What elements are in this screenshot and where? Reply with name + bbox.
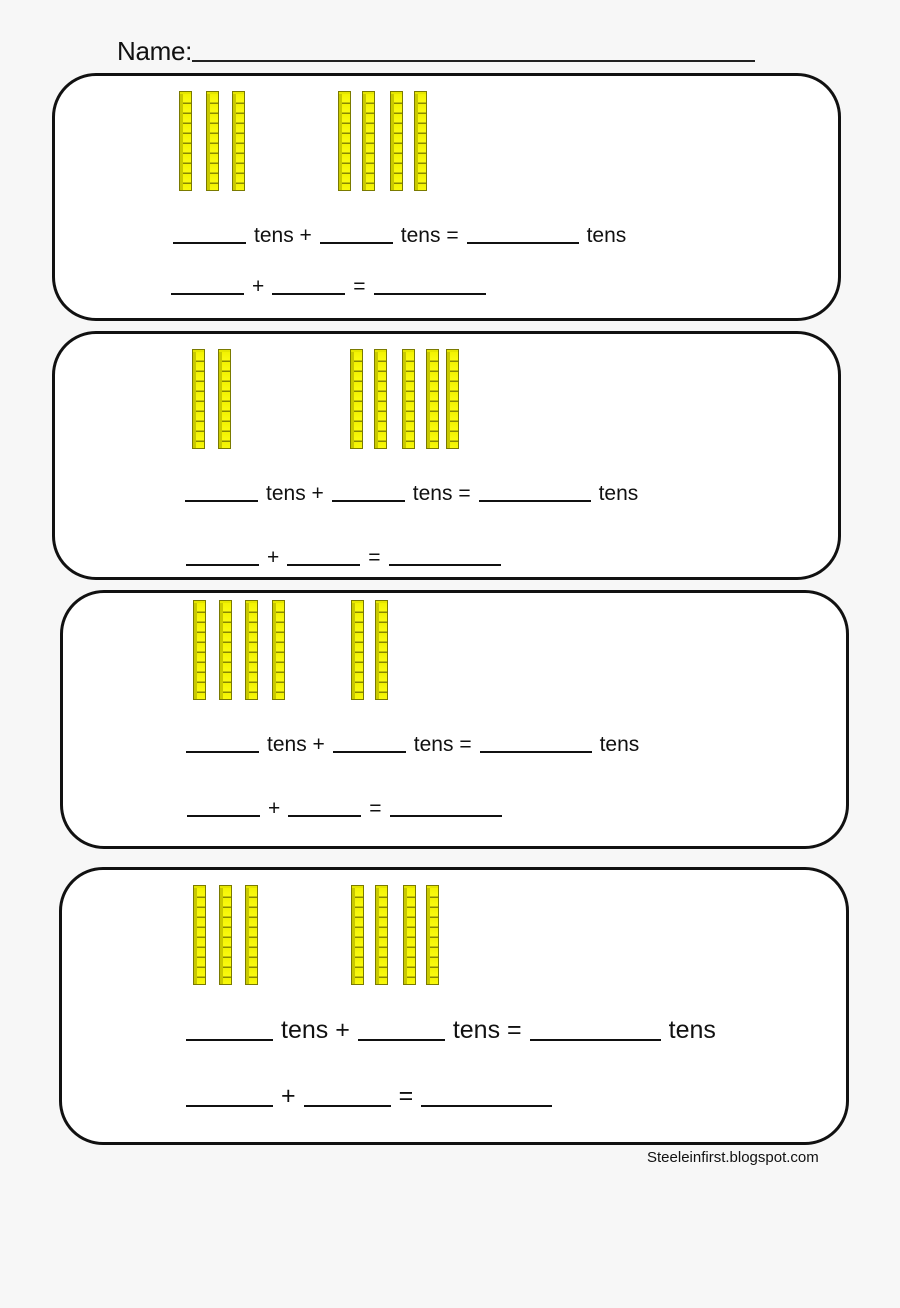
- tens-rod: [426, 885, 439, 985]
- answer-blank[interactable]: [288, 814, 362, 817]
- eq-text: +: [281, 1082, 296, 1110]
- answer-blank[interactable]: [186, 563, 259, 566]
- answer-blank[interactable]: [185, 499, 258, 502]
- eq-text: =: [368, 546, 381, 569]
- eq-text: tens +: [267, 733, 325, 756]
- tens-rod: [232, 91, 245, 191]
- tens-equation-4: tens + tens = tens: [186, 1016, 724, 1045]
- answer-blank[interactable]: [357, 1038, 445, 1041]
- tens-rod: [351, 885, 364, 985]
- tens-rod: [426, 349, 439, 449]
- tens-equation-2: tens + tens = tens: [185, 482, 646, 506]
- answer-blank[interactable]: [186, 1104, 273, 1107]
- tens-rod: [375, 885, 388, 985]
- answer-blank[interactable]: [478, 499, 591, 502]
- tens-rod: [193, 600, 206, 700]
- tens-equation-3: tens + tens = tens: [186, 733, 647, 757]
- answer-blank[interactable]: [287, 563, 361, 566]
- eq-text: =: [369, 797, 382, 820]
- answer-blank[interactable]: [187, 814, 260, 817]
- tens-rod: [350, 349, 363, 449]
- answer-blank[interactable]: [331, 499, 405, 502]
- answer-blank[interactable]: [186, 1038, 273, 1041]
- tens-rod: [219, 885, 232, 985]
- tens-rod: [272, 600, 285, 700]
- tens-rod: [338, 91, 351, 191]
- eq-text: =: [353, 275, 366, 298]
- tens-rod: [218, 349, 231, 449]
- answer-blank[interactable]: [373, 292, 486, 295]
- tens-equation-1: tens + tens = tens: [173, 224, 634, 248]
- number-equation-3: + =: [187, 797, 502, 821]
- answer-blank[interactable]: [332, 750, 406, 753]
- tens-rod: [374, 349, 387, 449]
- eq-text: +: [268, 797, 281, 820]
- tens-rod: [414, 91, 427, 191]
- eq-text: tens: [599, 733, 640, 756]
- eq-text: tens +: [281, 1016, 350, 1044]
- eq-text: tens =: [452, 1016, 522, 1044]
- tens-rod: [192, 349, 205, 449]
- eq-text: tens =: [412, 482, 471, 505]
- eq-text: tens: [668, 1016, 716, 1044]
- tens-rod: [402, 349, 415, 449]
- tens-rod: [206, 91, 219, 191]
- problem-box-3: [60, 590, 849, 849]
- answer-blank[interactable]: [173, 241, 246, 244]
- eq-text: +: [252, 275, 265, 298]
- tens-rod: [245, 600, 258, 700]
- eq-text: tens +: [266, 482, 324, 505]
- answer-blank[interactable]: [388, 563, 501, 566]
- tens-rod: [390, 91, 403, 191]
- tens-rod: [193, 885, 206, 985]
- tens-rod: [351, 600, 364, 700]
- eq-text: tens +: [254, 224, 312, 247]
- name-blank-line[interactable]: [192, 32, 756, 62]
- problem-box-2: [52, 331, 841, 580]
- number-equation-4: + =: [186, 1082, 553, 1111]
- answer-blank[interactable]: [303, 1104, 391, 1107]
- answer-blank[interactable]: [171, 292, 244, 295]
- tens-rod: [245, 885, 258, 985]
- footer-credit: Steeleinfirst.blogspot.com: [647, 1149, 819, 1166]
- number-equation-1: + =: [171, 275, 486, 299]
- answer-blank[interactable]: [479, 750, 592, 753]
- tens-rod: [375, 600, 388, 700]
- answer-blank[interactable]: [319, 241, 393, 244]
- answer-blank[interactable]: [186, 750, 259, 753]
- tens-rod: [362, 91, 375, 191]
- answer-blank[interactable]: [466, 241, 579, 244]
- number-equation-2: + =: [186, 546, 501, 570]
- eq-text: =: [398, 1082, 414, 1110]
- answer-blank[interactable]: [529, 1038, 661, 1041]
- name-label: Name:: [117, 36, 193, 66]
- answer-blank[interactable]: [389, 814, 502, 817]
- eq-text: +: [267, 546, 280, 569]
- name-field[interactable]: Name:: [117, 32, 756, 67]
- eq-text: tens: [586, 224, 627, 247]
- answer-blank[interactable]: [272, 292, 346, 295]
- tens-rod: [219, 600, 232, 700]
- tens-rod: [446, 349, 459, 449]
- problem-box-4: [59, 867, 849, 1145]
- eq-text: tens =: [413, 733, 472, 756]
- eq-text: tens =: [400, 224, 459, 247]
- tens-rod: [403, 885, 416, 985]
- tens-rod: [179, 91, 192, 191]
- answer-blank[interactable]: [421, 1104, 553, 1107]
- eq-text: tens: [598, 482, 639, 505]
